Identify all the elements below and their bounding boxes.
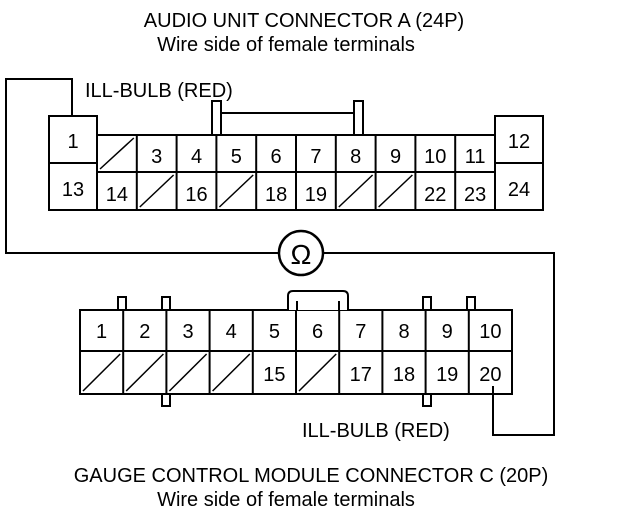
connector-a-latch-right (353, 100, 364, 136)
terminal-label: 12 (508, 131, 530, 153)
unused-terminal-slash (212, 353, 251, 392)
unused-terminal-slash (82, 353, 121, 392)
connector-a-latch-left (211, 100, 222, 136)
terminal-label: 16 (185, 184, 207, 206)
terminal-label: 18 (393, 364, 415, 386)
connector-c-tab (466, 296, 476, 311)
unused-terminal-slash (298, 353, 337, 392)
terminal-label: 17 (350, 364, 372, 386)
connector-a-terminals: 1 13 12 24 3 4 5 6 7 8 9 10 11 14 16 18 19 22 23 (62, 131, 530, 210)
terminal-label: 8 (350, 146, 361, 168)
connector-c-tab (117, 296, 127, 311)
connector-a-title: AUDIO UNIT CONNECTOR A (24P) (144, 10, 464, 32)
terminal-label: 8 (398, 321, 409, 343)
terminal-label: 19 (305, 184, 327, 206)
connector-c-tab (422, 393, 432, 407)
terminal-label: 2 (139, 321, 150, 343)
unused-terminal-slash (218, 174, 254, 208)
terminal-label: 24 (508, 179, 530, 201)
terminal-label: 20 (479, 364, 501, 386)
terminal-label: 10 (479, 321, 501, 343)
unused-terminal-slash (139, 174, 175, 208)
terminal-label: 9 (390, 146, 401, 168)
ohmmeter-symbol: Ω (291, 239, 312, 270)
terminal-label: 3 (182, 321, 193, 343)
connector-a-subtitle: Wire side of female terminals (157, 34, 415, 56)
unused-terminal-slash (378, 174, 413, 208)
meter-wiring (5, 78, 555, 436)
terminal-label: 4 (191, 146, 202, 168)
ohmmeter-icon (277, 229, 325, 277)
terminal-label: 23 (464, 184, 486, 206)
wire-label-a: ILL-BULB (RED) (85, 80, 233, 102)
wire-a (5, 78, 279, 254)
terminal-label: 13 (62, 179, 84, 201)
terminal-label: 7 (310, 146, 321, 168)
terminal-label: 14 (106, 184, 128, 206)
terminal-label: 15 (263, 364, 285, 386)
unused-terminal-slash (338, 174, 374, 208)
terminal-label: 5 (231, 146, 242, 168)
connector-c-terminals: 1 2 3 4 5 6 7 8 9 10 15 17 18 19 20 (82, 310, 502, 394)
terminal-label: 1 (67, 131, 78, 153)
terminal-label: 3 (151, 146, 162, 168)
terminal-label: 11 (465, 146, 486, 168)
terminal-label: 18 (265, 184, 287, 206)
terminal-label: 7 (355, 321, 366, 343)
connector-c-tab (161, 393, 171, 407)
terminal-label: 22 (424, 184, 446, 206)
terminal-label: 4 (226, 321, 237, 343)
connector-c-title: GAUGE CONTROL MODULE CONNECTOR C (20P) (74, 465, 549, 487)
wire-c (323, 252, 555, 436)
connector-c-tab (422, 296, 432, 311)
wire-label-c: ILL-BULB (RED) (302, 420, 450, 442)
terminal-label: 6 (312, 321, 323, 343)
unused-terminal-slash (168, 353, 208, 392)
terminal-label: 6 (271, 146, 282, 168)
terminal-label: 5 (269, 321, 280, 343)
connector-c-subtitle: Wire side of female terminals (157, 489, 415, 511)
terminal-label: 10 (424, 146, 446, 168)
connector-c-latch (287, 290, 349, 310)
terminal-label: 19 (436, 364, 458, 386)
terminal-label: 9 (442, 321, 453, 343)
terminal-label: 1 (96, 321, 107, 343)
unused-terminal-slash (99, 137, 135, 170)
connector-c-tab (161, 296, 171, 311)
unused-terminal-slash (125, 353, 164, 392)
